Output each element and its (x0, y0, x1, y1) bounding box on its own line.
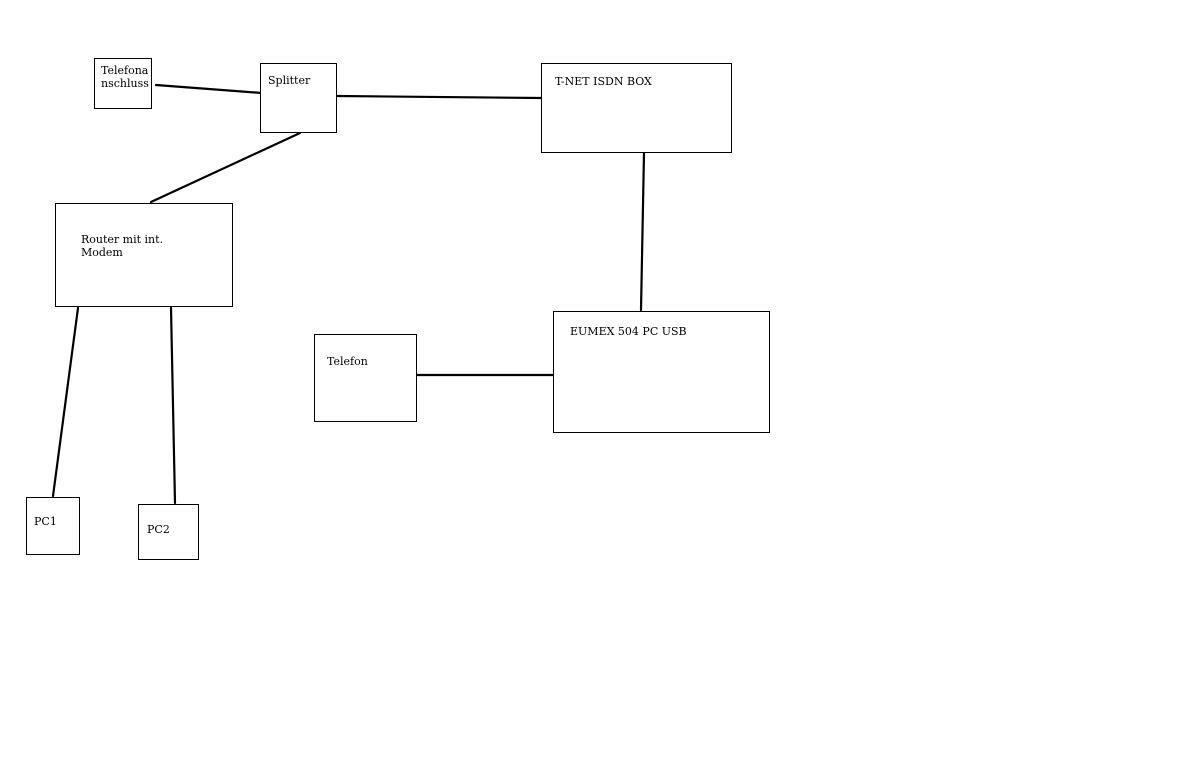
node-router: Router mit int. Modem (55, 203, 233, 307)
edge-router-pc1 (51, 306, 80, 498)
node-pc1: PC1 (26, 497, 80, 555)
node-pc2: PC2 (138, 504, 199, 560)
node-telefonanschluss: Telefona nschluss (94, 58, 152, 109)
node-router-label: Router mit int. Modem (81, 233, 164, 259)
node-tnet-isdn-box: T-NET ISDN BOX (541, 63, 732, 153)
edge-tnet-isdn-box-eumex (639, 151, 646, 312)
edge-splitter-router (149, 131, 302, 204)
edge-telefonanschluss-splitter (154, 83, 264, 95)
node-telefon: Telefon (314, 334, 417, 422)
edge-splitter-tnet-isdn-box (335, 94, 543, 100)
node-eumex-label: EUMEX 504 PC USB (570, 325, 687, 338)
node-eumex: EUMEX 504 PC USB (553, 311, 770, 433)
node-telefonanschluss-label: Telefona nschluss (101, 64, 149, 90)
edge-router-pc2 (169, 306, 177, 505)
node-telefon-label: Telefon (327, 355, 368, 368)
node-tnet-isdn-box-label: T-NET ISDN BOX (555, 75, 652, 88)
node-splitter: Splitter (260, 63, 337, 133)
node-pc1-label: PC1 (34, 515, 57, 528)
node-pc2-label: PC2 (147, 523, 170, 536)
node-splitter-label: Splitter (268, 74, 311, 87)
